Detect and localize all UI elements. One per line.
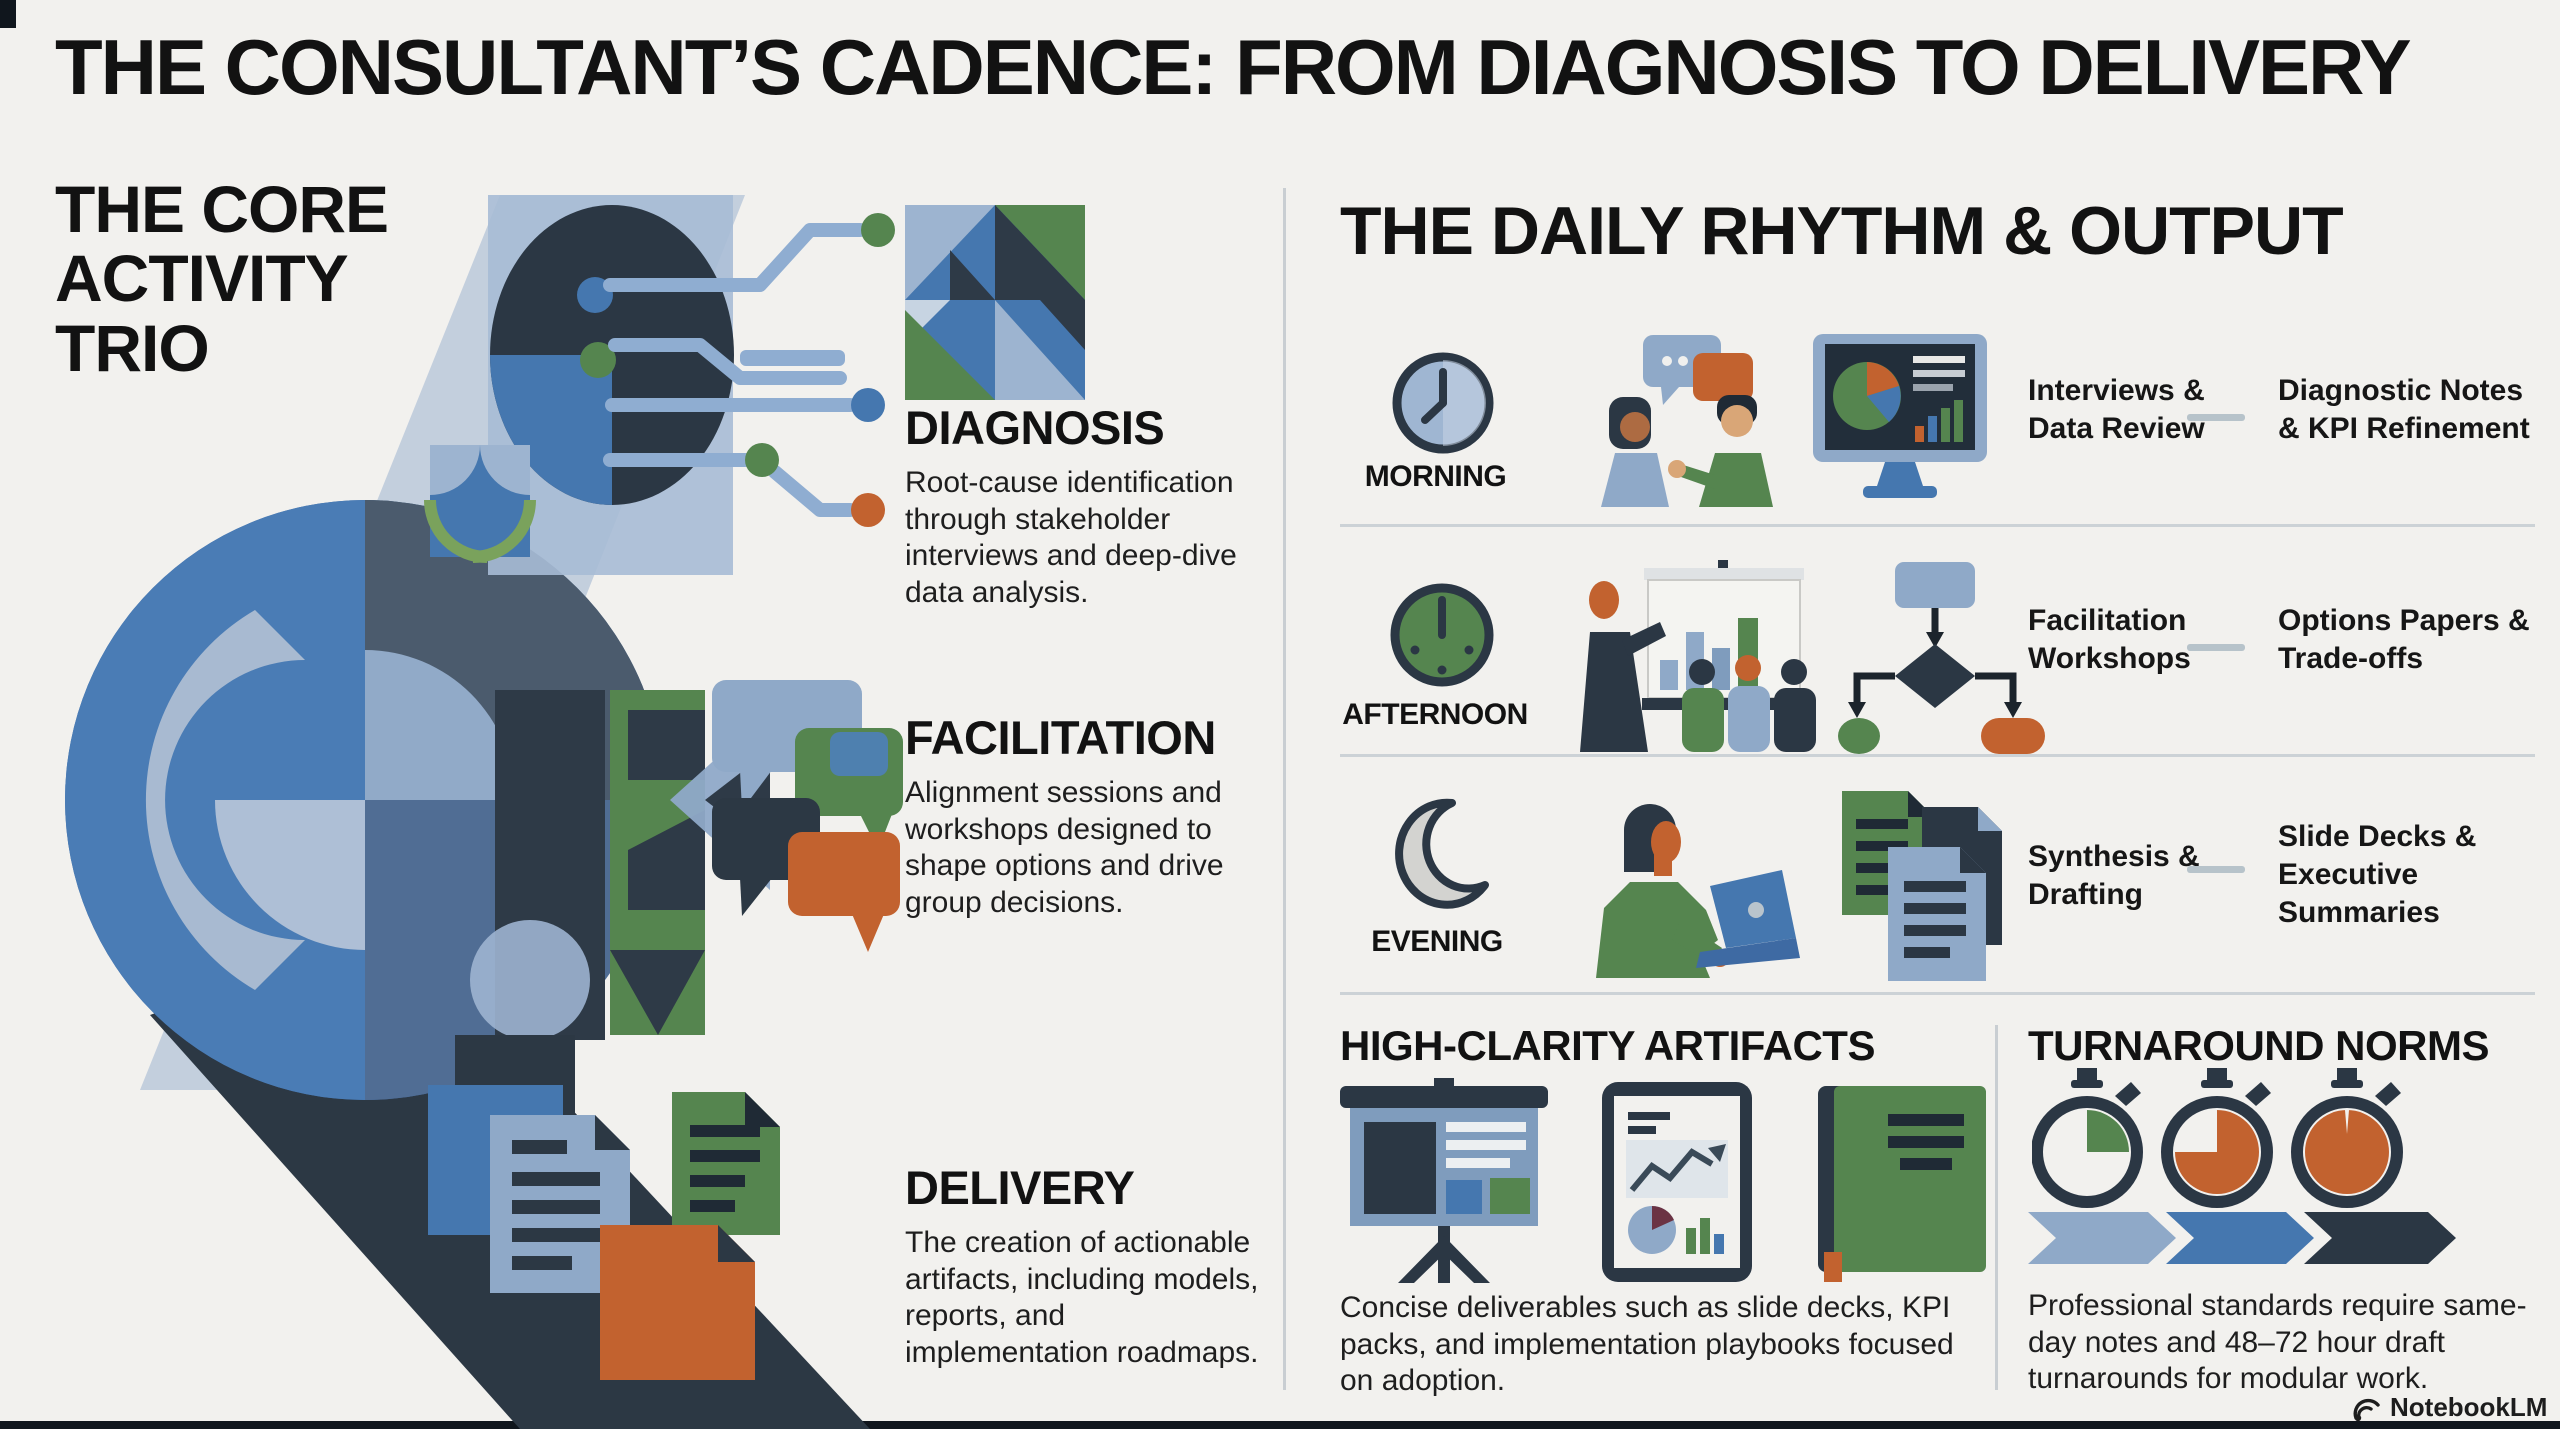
facilitation-block: FACILITATION Alignment sessions and work… [905, 710, 1265, 921]
speech-bubbles-icon [712, 680, 903, 952]
flowchart-icon [1838, 562, 2045, 754]
main-divider [1283, 188, 1286, 1390]
evening-activity: Synthesis & Drafting [2028, 840, 2200, 912]
page-title: THE CONSULTANT’S CADENCE: FROM DIAGNOSIS… [55, 23, 2412, 111]
laptop-work-icon [1596, 804, 1800, 978]
morning-connector [2187, 414, 2245, 421]
dashboard-monitor-icon [1813, 334, 1987, 498]
diagnosis-block: DIAGNOSIS Root-cause identification thro… [905, 400, 1265, 611]
row-divider-3 [1340, 992, 2535, 995]
delivery-block: DELIVERY The creation of actionable arti… [905, 1160, 1265, 1371]
diagnosis-title: DIAGNOSIS [905, 401, 1165, 454]
delivery-description: The creation of actionable artifacts, in… [905, 1226, 1259, 1369]
notebooklm-logo-icon [2353, 1398, 2380, 1421]
conversation-icon [1601, 335, 1773, 507]
playbook-icon [1818, 1086, 1986, 1282]
afternoon-activity: Facilitation Workshops [2028, 604, 2191, 676]
arc-patch-icon [424, 445, 536, 563]
row-divider-2 [1340, 754, 2535, 757]
evening-connector [2187, 866, 2245, 873]
stopwatch-full-icon [2291, 1068, 2403, 1208]
evening-label: EVENING [1371, 925, 1503, 958]
artifacts-heading: HIGH-CLARITY ARTIFACTS [1340, 1022, 1875, 1069]
corner-mark [0, 0, 16, 28]
diagnosis-description: Root-cause identification through stakeh… [905, 466, 1237, 609]
artifact-icons [1340, 1078, 1986, 1283]
evening-output: Slide Decks & Executive Summaries [2278, 820, 2477, 930]
documents-stack-icon [428, 1035, 780, 1380]
daily-rhythm-heading: THE DAILY RHYTHM & OUTPUT [1340, 193, 2344, 269]
facilitation-title: FACILITATION [905, 711, 1216, 764]
core-trio-illustration [65, 195, 1085, 1429]
afternoon-connector [2187, 644, 2245, 651]
afternoon-output: Options Papers & Trade-offs [2278, 604, 2530, 676]
turnaround-heading: TURNAROUND NORMS [2028, 1022, 2489, 1069]
artifacts-description: Concise deliverables such as slide decks… [1340, 1291, 1954, 1398]
morning-clock-icon [1392, 352, 1494, 454]
progress-chevrons-icon [2028, 1212, 2456, 1264]
afternoon-label: AFTERNOON [1342, 698, 1528, 731]
bottom-divider [1995, 1025, 1998, 1390]
tablet-report-icon [1602, 1082, 1752, 1282]
turnaround-description: Professional standards require same-day … [2028, 1289, 2527, 1396]
evening-documents-icon [1842, 791, 2002, 981]
evening-moon-icon [1395, 798, 1489, 909]
circuit-head-icon [488, 195, 895, 575]
workshop-presenter-icon [1580, 560, 1816, 752]
core-trio-heading: THE CORE ACTIVITY TRIO [55, 172, 389, 385]
afternoon-clock-icon [1390, 583, 1494, 687]
morning-activity: Interviews & Data Review [2028, 374, 2205, 446]
facilitation-description: Alignment sessions and workshops designe… [905, 776, 1224, 919]
bottom-bar [0, 1421, 2560, 1429]
presentation-screen-icon [1340, 1078, 1548, 1283]
stopwatch-icons [2032, 1068, 2403, 1208]
notebooklm-label: NotebookLM [2390, 1392, 2548, 1422]
notebooklm-brand: NotebookLM [2352, 1392, 2547, 1423]
morning-output: Diagnostic Notes & KPI Refinement [2278, 374, 2530, 446]
morning-label: MORNING [1364, 460, 1507, 493]
row-divider-1 [1340, 524, 2535, 527]
stopwatch-quarter-icon [2032, 1068, 2143, 1208]
stopwatch-threequarter-icon [2161, 1068, 2273, 1208]
mosaic-square-icon [905, 205, 1085, 400]
delivery-title: DELIVERY [905, 1161, 1135, 1214]
